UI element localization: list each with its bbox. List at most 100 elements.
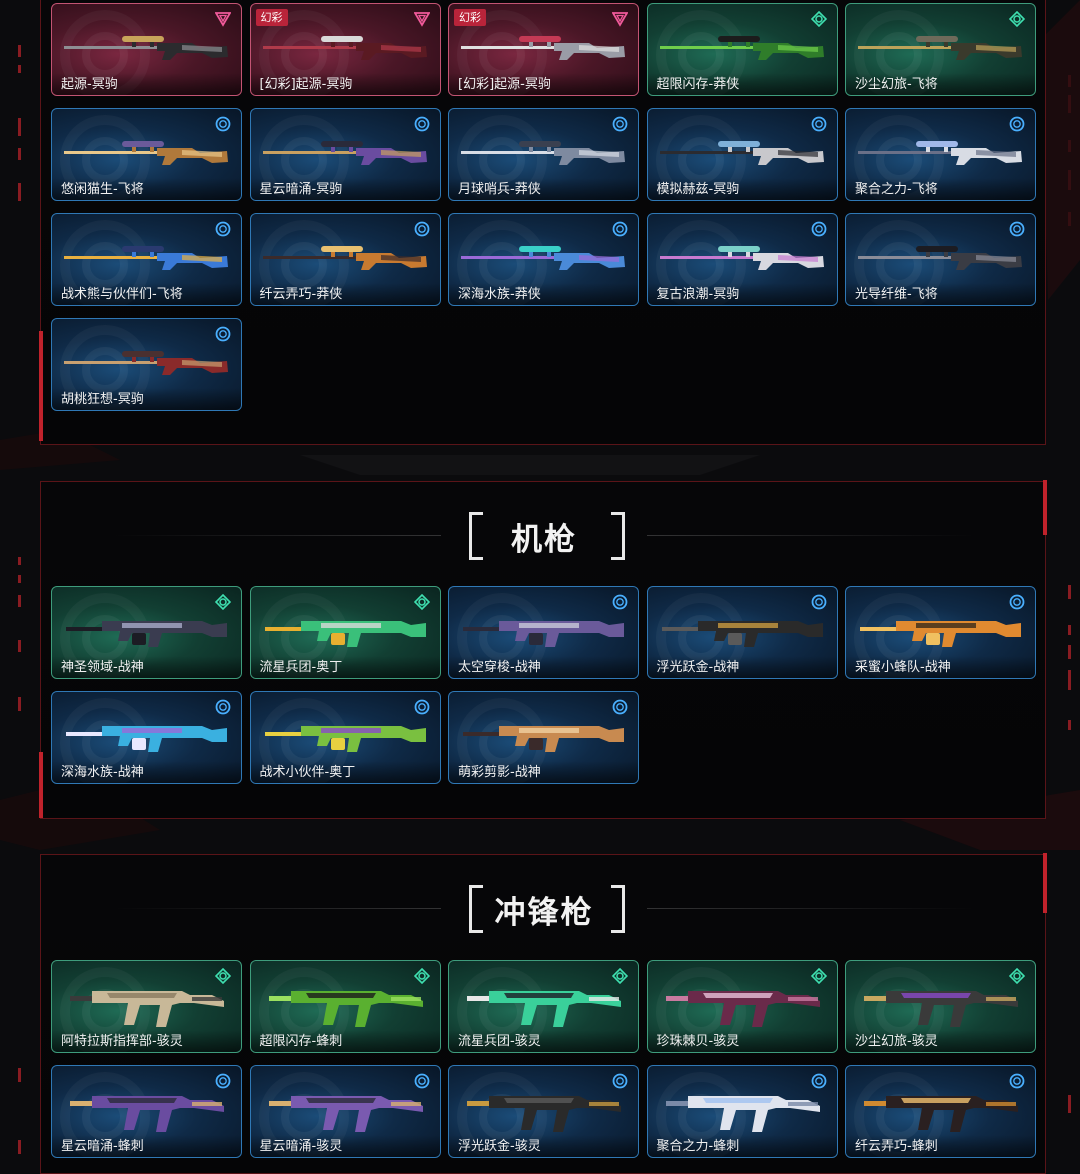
deluxe-tier-icon bbox=[215, 1073, 231, 1089]
weapon-skin-name: 神圣领域-战神 bbox=[61, 660, 144, 675]
card-label-bar bbox=[449, 178, 638, 200]
header-divider-left bbox=[111, 535, 441, 536]
weapon-skin-image bbox=[64, 351, 228, 375]
weapon-skin-name: 战术小伙伴-奥丁 bbox=[259, 765, 356, 780]
premium-tier-icon bbox=[413, 968, 430, 984]
weapon-skin-card[interactable]: 阿特拉斯指挥部-骇灵 bbox=[51, 960, 242, 1053]
card-label-bar bbox=[846, 1135, 1035, 1157]
smg-panel: 冲锋枪 阿特拉斯指挥部-骇灵 超限闪存-蜂刺 流星兵团-骇灵 珍珠棘贝-骇灵 沙… bbox=[40, 853, 1047, 1174]
weapon-skin-card[interactable]: 星云暗涌-冥驹 bbox=[249, 108, 441, 201]
deluxe-tier-icon bbox=[414, 221, 429, 237]
weapon-skin-card[interactable]: 星云暗涌-蜂刺 bbox=[51, 1065, 242, 1158]
weapon-skin-name: 超限闪存-莽侠 bbox=[656, 77, 740, 92]
weapon-skin-image bbox=[268, 991, 423, 1027]
weapon-skin-name: 采蜜小蜂队-战神 bbox=[855, 660, 951, 675]
weapon-skin-card[interactable]: 起源-冥驹 bbox=[51, 3, 242, 96]
weapon-skin-card[interactable]: 萌彩剪影-战神 bbox=[448, 691, 639, 784]
weapon-skin-image bbox=[864, 1096, 1018, 1132]
weapon-skin-name: 聚合之力-飞将 bbox=[855, 182, 938, 197]
variant-badge: 幻彩 bbox=[454, 9, 486, 26]
weapon-skin-name: 超限闪存-蜂刺 bbox=[259, 1034, 343, 1049]
weapon-skin-card[interactable]: 光导纤维-飞将 bbox=[845, 213, 1036, 306]
weapon-skin-image bbox=[268, 1096, 423, 1132]
premium-tier-icon bbox=[810, 11, 827, 27]
weapon-skin-name: 浮光跃金-战神 bbox=[656, 660, 740, 675]
card-label-bar bbox=[449, 283, 638, 305]
weapon-skin-name: 战术熊与伙伴们-飞将 bbox=[61, 287, 183, 302]
weapon-skin-name: 纤云弄巧-蜂刺 bbox=[855, 1139, 938, 1154]
weapon-skin-card[interactable]: 浮光跃金-骇灵 bbox=[448, 1065, 639, 1158]
weapon-skin-name: 珍珠棘贝-骇灵 bbox=[656, 1034, 740, 1049]
weapon-skin-image bbox=[659, 246, 824, 270]
weapon-skin-name: 星云暗涌-冥驹 bbox=[259, 182, 343, 197]
weapon-skin-image bbox=[66, 621, 227, 647]
weapon-skin-card[interactable]: 深海水族-莽侠 bbox=[448, 213, 639, 306]
deluxe-tier-icon bbox=[1009, 221, 1025, 237]
weapon-skin-name: 沙尘幻旅-飞将 bbox=[855, 77, 938, 92]
card-label-bar bbox=[52, 1135, 241, 1157]
sniper-panel: 起源-冥驹 幻彩[幻彩]起源-冥驹 幻彩[幻彩]起源-冥驹 超限闪存-莽侠 bbox=[39, 0, 1046, 445]
weapon-skin-name: 悠闲猫生-飞将 bbox=[61, 182, 144, 197]
weapon-skin-name: [幻彩]起源-冥驹 bbox=[259, 77, 353, 92]
card-label-bar bbox=[52, 283, 241, 305]
exclusive-tier-icon bbox=[215, 12, 231, 27]
weapon-skin-card[interactable]: 超限闪存-蜂刺 bbox=[249, 960, 441, 1053]
card-label-bar bbox=[250, 656, 440, 678]
card-label-bar bbox=[846, 656, 1035, 678]
deluxe-tier-icon bbox=[612, 699, 628, 715]
weapon-skin-card[interactable]: 纤云弄巧-蜂刺 bbox=[845, 1065, 1036, 1158]
weapon-skin-card[interactable]: 星云暗涌-骇灵 bbox=[249, 1065, 441, 1158]
card-label-bar bbox=[846, 283, 1035, 305]
deluxe-tier-icon bbox=[414, 116, 429, 132]
weapon-skin-card[interactable]: 神圣领域-战神 bbox=[51, 586, 242, 679]
weapon-skin-card[interactable]: 太空穿梭-战神 bbox=[448, 586, 639, 679]
section-header: 冲锋枪 bbox=[41, 881, 1047, 937]
weapon-skin-card[interactable]: 复古浪潮-冥驹 bbox=[646, 213, 838, 306]
weapon-skin-name: 胡桃狂想-冥驹 bbox=[61, 392, 144, 407]
weapon-skin-card[interactable]: 悠闲猫生-飞将 bbox=[51, 108, 242, 201]
weapon-skin-image bbox=[665, 1096, 820, 1132]
card-label-bar bbox=[250, 1030, 440, 1052]
card-label-bar bbox=[449, 73, 638, 95]
bracket-right-icon bbox=[611, 512, 625, 560]
weapon-skin-name: 纤云弄巧-莽侠 bbox=[259, 287, 343, 302]
deluxe-tier-icon bbox=[215, 326, 231, 342]
weapon-skin-image bbox=[860, 621, 1021, 647]
card-label-bar bbox=[846, 73, 1035, 95]
weapon-skin-card[interactable]: 模拟赫兹-冥驹 bbox=[646, 108, 838, 201]
weapon-skin-card[interactable]: 流星兵团-骇灵 bbox=[448, 960, 639, 1053]
card-label-bar bbox=[846, 178, 1035, 200]
weapon-skin-card[interactable]: 采蜜小蜂队-战神 bbox=[845, 586, 1036, 679]
bracket-right-icon bbox=[611, 885, 625, 933]
weapon-skin-card[interactable]: 聚合之力-飞将 bbox=[845, 108, 1036, 201]
weapon-skin-card[interactable]: 月球哨兵-莽侠 bbox=[448, 108, 639, 201]
bracket-left-icon bbox=[469, 512, 483, 560]
weapon-skin-image bbox=[467, 1096, 621, 1132]
weapon-skin-image bbox=[262, 141, 427, 165]
card-label-bar bbox=[250, 1135, 440, 1157]
weapon-skin-image bbox=[461, 141, 625, 165]
weapon-skin-card[interactable]: 幻彩[幻彩]起源-冥驹 bbox=[249, 3, 441, 96]
header-divider-right bbox=[647, 908, 977, 909]
weapon-skin-card[interactable]: 流星兵团-奥丁 bbox=[249, 586, 441, 679]
weapon-skin-image bbox=[858, 246, 1022, 270]
weapon-skin-card[interactable]: 胡桃狂想-冥驹 bbox=[51, 318, 242, 411]
deluxe-tier-icon bbox=[414, 1073, 429, 1089]
weapon-skin-name: 月球哨兵-莽侠 bbox=[458, 182, 541, 197]
weapon-skin-card[interactable]: 战术小伙伴-奥丁 bbox=[249, 691, 441, 784]
weapon-skin-card[interactable]: 浮光跃金-战神 bbox=[646, 586, 838, 679]
weapon-skin-card[interactable]: 幻彩[幻彩]起源-冥驹 bbox=[448, 3, 639, 96]
premium-tier-icon bbox=[1009, 968, 1025, 984]
weapon-skin-card[interactable]: 战术熊与伙伴们-飞将 bbox=[51, 213, 242, 306]
header-divider-right bbox=[647, 535, 977, 536]
weapon-skin-name: 光导纤维-飞将 bbox=[855, 287, 938, 302]
weapon-skin-card[interactable]: 聚合之力-蜂刺 bbox=[646, 1065, 838, 1158]
weapon-skin-card[interactable]: 沙尘幻旅-骇灵 bbox=[845, 960, 1036, 1053]
weapon-skin-image bbox=[467, 991, 621, 1027]
weapon-skin-card[interactable]: 超限闪存-莽侠 bbox=[646, 3, 838, 96]
weapon-skin-image bbox=[858, 141, 1022, 165]
weapon-skin-card[interactable]: 深海水族-战神 bbox=[51, 691, 242, 784]
weapon-skin-card[interactable]: 沙尘幻旅-飞将 bbox=[845, 3, 1036, 96]
weapon-skin-card[interactable]: 纤云弄巧-莽侠 bbox=[249, 213, 441, 306]
weapon-skin-card[interactable]: 珍珠棘贝-骇灵 bbox=[646, 960, 838, 1053]
